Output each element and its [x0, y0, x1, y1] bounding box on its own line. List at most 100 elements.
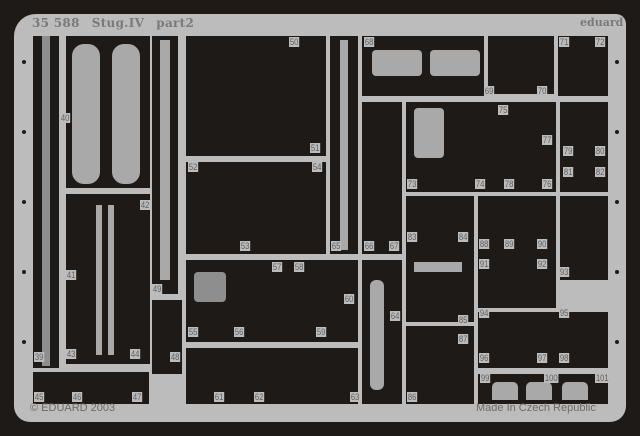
part-strip [340, 40, 348, 250]
part-loop [526, 382, 552, 400]
part-number: 57 [272, 262, 283, 272]
part-number: 71 [559, 37, 570, 47]
part-number: 72 [595, 37, 606, 47]
part-number: 74 [475, 179, 486, 189]
part-number: 90 [537, 239, 548, 249]
part-number: 91 [479, 259, 490, 269]
part-number: 80 [595, 146, 606, 156]
part-number: 61 [214, 392, 225, 402]
part-number: 44 [130, 349, 141, 359]
part-number: 58 [294, 262, 305, 272]
cutout-45-47 [33, 372, 149, 404]
part-number: 78 [504, 179, 515, 189]
part-number: 55 [188, 327, 199, 337]
part-number: 45 [34, 392, 45, 402]
model-name: Stug.IV [91, 16, 145, 30]
part-number: 51 [310, 143, 321, 153]
part-number: 62 [254, 392, 265, 402]
part-number: 69 [484, 86, 495, 96]
part-number: 66 [364, 241, 375, 251]
fret-hole [22, 340, 26, 344]
cutout-bars-top [186, 36, 326, 156]
fret-hole [22, 200, 26, 204]
part-rod [108, 205, 114, 355]
part-rod [96, 205, 102, 355]
part-number: 87 [458, 334, 469, 344]
fret-hole [615, 60, 619, 64]
brand-logo: eduard [580, 16, 624, 29]
cutout-88-92 [478, 196, 556, 308]
part-number: 64 [390, 311, 401, 321]
part-plate [372, 50, 422, 76]
copyright-text: © EDUARD 2003 [30, 402, 116, 414]
fret-hole [615, 130, 619, 134]
part-number: 65 [331, 241, 342, 251]
part-number: 39 [34, 352, 45, 362]
part-number: 100 [544, 373, 559, 383]
part-rail [42, 36, 50, 366]
part-number: 95 [559, 308, 570, 318]
part-number: 99 [480, 373, 491, 383]
part-cross [414, 262, 462, 272]
part-loop [562, 382, 588, 400]
cutout-48 [152, 300, 182, 374]
part-bracket [370, 280, 384, 390]
part-number: 93 [559, 267, 570, 277]
fret-hole [22, 130, 26, 134]
part-number: 73 [407, 179, 418, 189]
part-number: 56 [234, 327, 245, 337]
cutout-66-67 [362, 102, 402, 254]
fret-hole [615, 270, 619, 274]
part-plate [414, 108, 444, 158]
cutout-93 [560, 196, 608, 280]
part-number: 67 [389, 241, 400, 251]
part-wrench [112, 44, 140, 184]
part-number: 52 [188, 162, 199, 172]
part-number: 86 [407, 392, 418, 402]
part-number: 63 [350, 392, 361, 402]
part-number: 54 [312, 162, 323, 172]
fret-hole [615, 340, 619, 344]
fret-hole [22, 60, 26, 64]
part-number: 75 [498, 105, 509, 115]
cutout-69-70 [488, 36, 554, 94]
part-number: 101 [595, 373, 610, 383]
part-number: 42 [140, 200, 151, 210]
kit-number: 35 588 [32, 16, 80, 30]
fret-hole [615, 200, 619, 204]
part-number: 59 [316, 327, 327, 337]
part-number: 97 [537, 353, 548, 363]
part-number: 49 [152, 284, 163, 294]
fret-title: 35 588 Stug.IV part2 [32, 16, 206, 30]
part-number: 77 [542, 135, 553, 145]
part-number: 43 [66, 349, 77, 359]
cutout-83-85 [406, 196, 474, 322]
origin-text: Made In Czech Republic [476, 402, 596, 414]
part-number: 47 [132, 392, 143, 402]
part-rod [160, 40, 170, 280]
part-number: 89 [504, 239, 515, 249]
part-number: 68 [364, 37, 375, 47]
part-number: 85 [458, 315, 469, 325]
part-number: 76 [542, 179, 553, 189]
part-number: 46 [72, 392, 83, 402]
part-number: 79 [563, 146, 574, 156]
part-number: 96 [479, 353, 490, 363]
part-number: 60 [344, 294, 355, 304]
part-number: 84 [458, 232, 469, 242]
part-number: 50 [289, 37, 300, 47]
part-number: 40 [60, 113, 71, 123]
part-number: 92 [537, 259, 548, 269]
part-label: part2 [156, 16, 195, 30]
part-number: 48 [170, 352, 181, 362]
part-number: 83 [407, 232, 418, 242]
part-number: 94 [479, 308, 490, 318]
cutout-61-63 [186, 348, 358, 404]
fret-hole [22, 270, 26, 274]
part-plate [430, 50, 480, 76]
part-number: 88 [479, 239, 490, 249]
part-number: 81 [563, 167, 574, 177]
part-number: 41 [66, 270, 77, 280]
part-number: 82 [595, 167, 606, 177]
